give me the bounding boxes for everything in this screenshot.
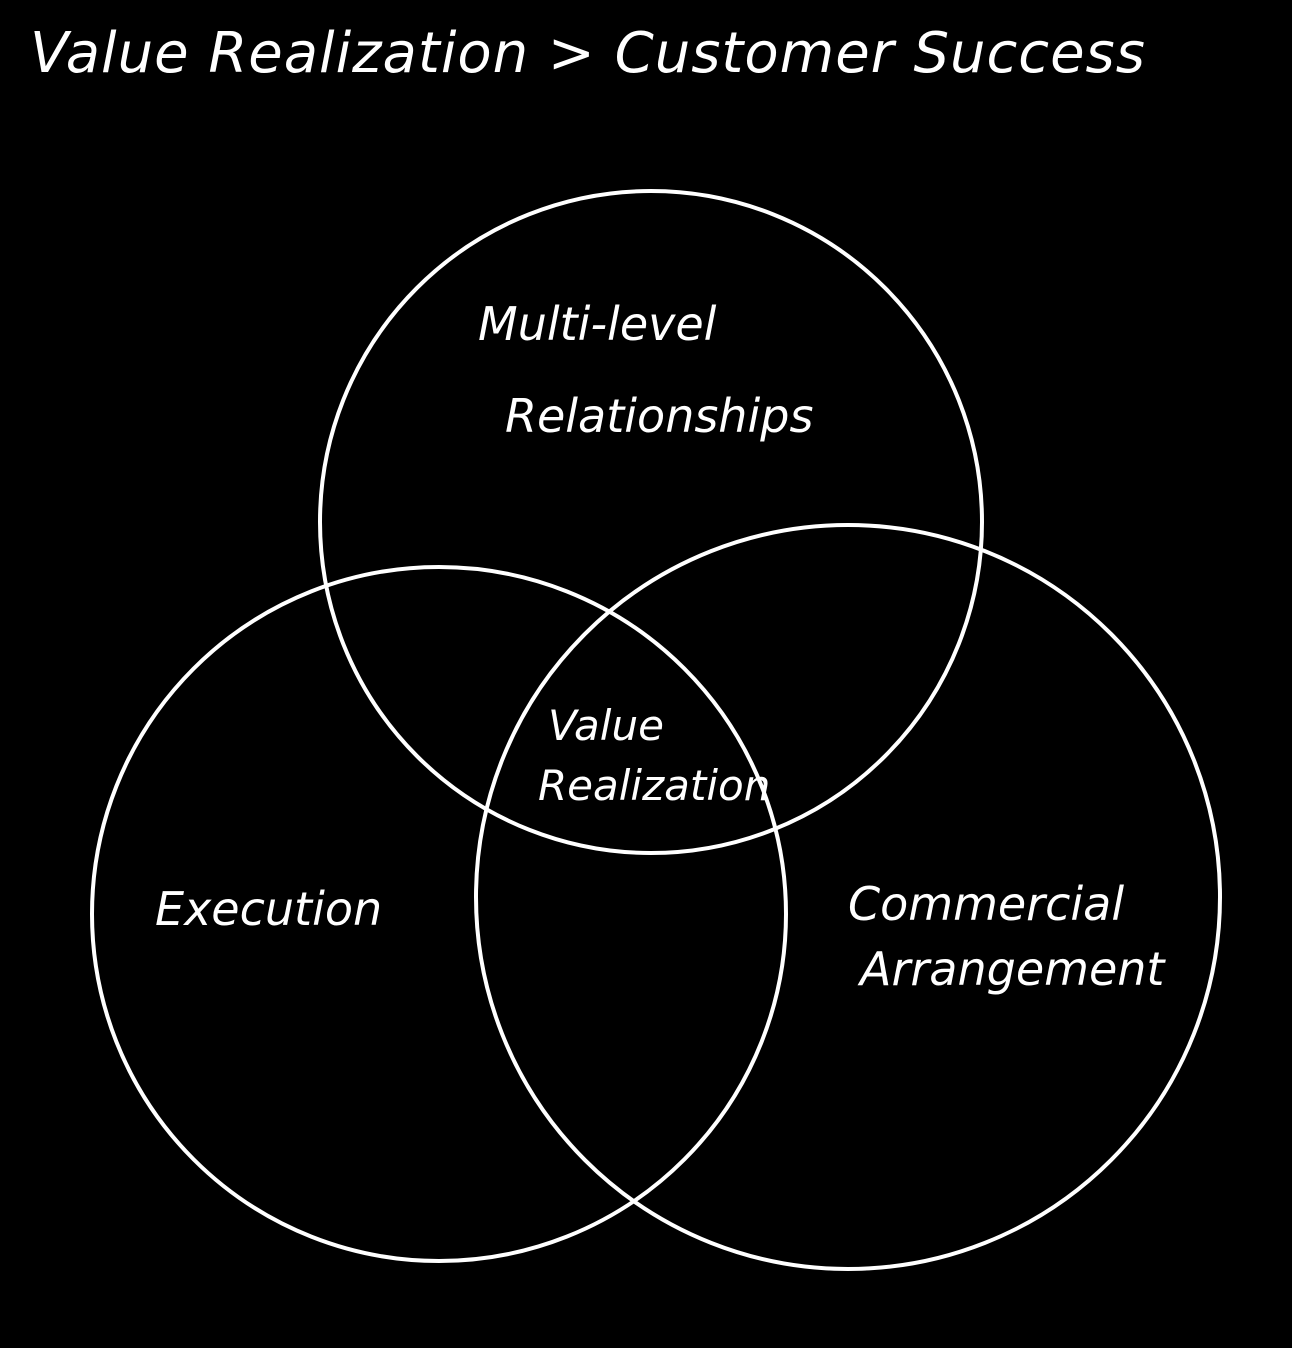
circle-top (318, 189, 984, 855)
circle-right (474, 523, 1222, 1271)
center-label-line2: Realization (538, 761, 770, 810)
right-circle-label-line2: Arrangement (857, 942, 1166, 996)
center-label-line1: Value (548, 701, 664, 750)
top-circle-label-line1: Multi-level (478, 297, 717, 351)
right-circle-label-line1: Commercial (848, 877, 1124, 931)
top-circle-label-line2: Relationships (505, 389, 813, 443)
left-circle-label: Execution (155, 882, 382, 936)
diagram-title: Value Realization > Customer Success (30, 21, 1146, 86)
circle-left (90, 565, 788, 1263)
